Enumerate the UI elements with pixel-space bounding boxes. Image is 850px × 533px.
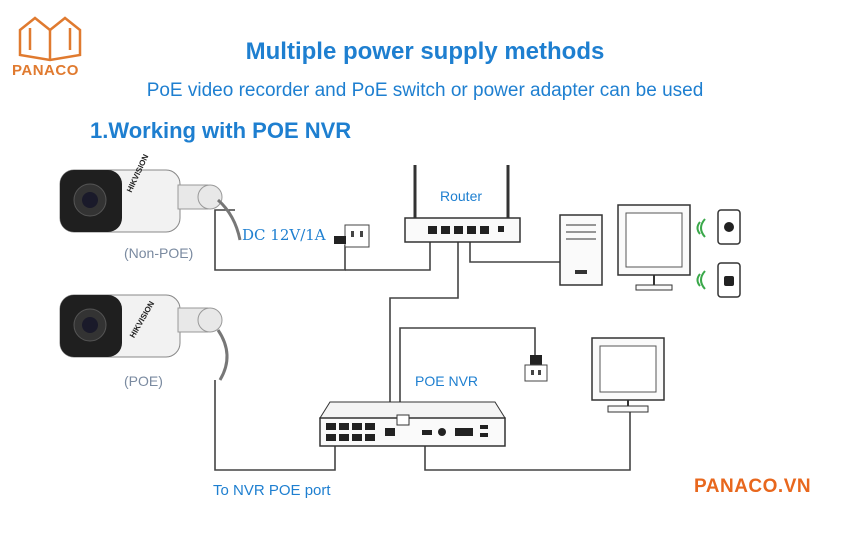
nvr-monitor-icon [591,337,665,413]
monitor-cable [424,412,631,471]
nvr-power-outlet-icon [524,355,548,382]
poe-cable [214,380,336,471]
nvr-label: POE NVR [415,373,479,389]
poe-camera-icon [59,294,229,381]
cable-lines [214,209,631,471]
page-subtitle: PoE video recorder and PoE switch or pow… [146,80,704,101]
power-outlet-icon [334,224,370,248]
panaco-logo-icon [18,16,82,62]
desktop-monitor-icon [617,204,691,291]
brand-url: PANACO.VN [694,476,812,497]
router-icon [404,165,521,243]
ios-phone-icon [696,209,741,245]
brand-logo-text: PANACO [12,62,79,79]
non-poe-camera-icon [59,169,242,241]
dc-power-label: DC 12V/1A [242,226,326,244]
page-title: Multiple power supply methods [245,38,605,65]
router-nvr-cable [389,240,459,405]
nvr-port-label: To NVR POE port [213,482,331,499]
computer-tower-icon [559,214,603,286]
dc-cable [214,209,346,271]
router-camera-cable [345,240,431,271]
non-poe-camera-label: (Non-POE) [124,245,194,261]
poe-camera-label: (POE) [124,373,163,389]
android-phone-icon [696,262,741,298]
nvr-icon [319,401,506,447]
section-heading: 1.Working with POE NVR [90,118,352,143]
router-pc-cable [469,240,560,263]
nvr-power-cable [399,327,536,415]
router-label: Router [440,188,483,204]
